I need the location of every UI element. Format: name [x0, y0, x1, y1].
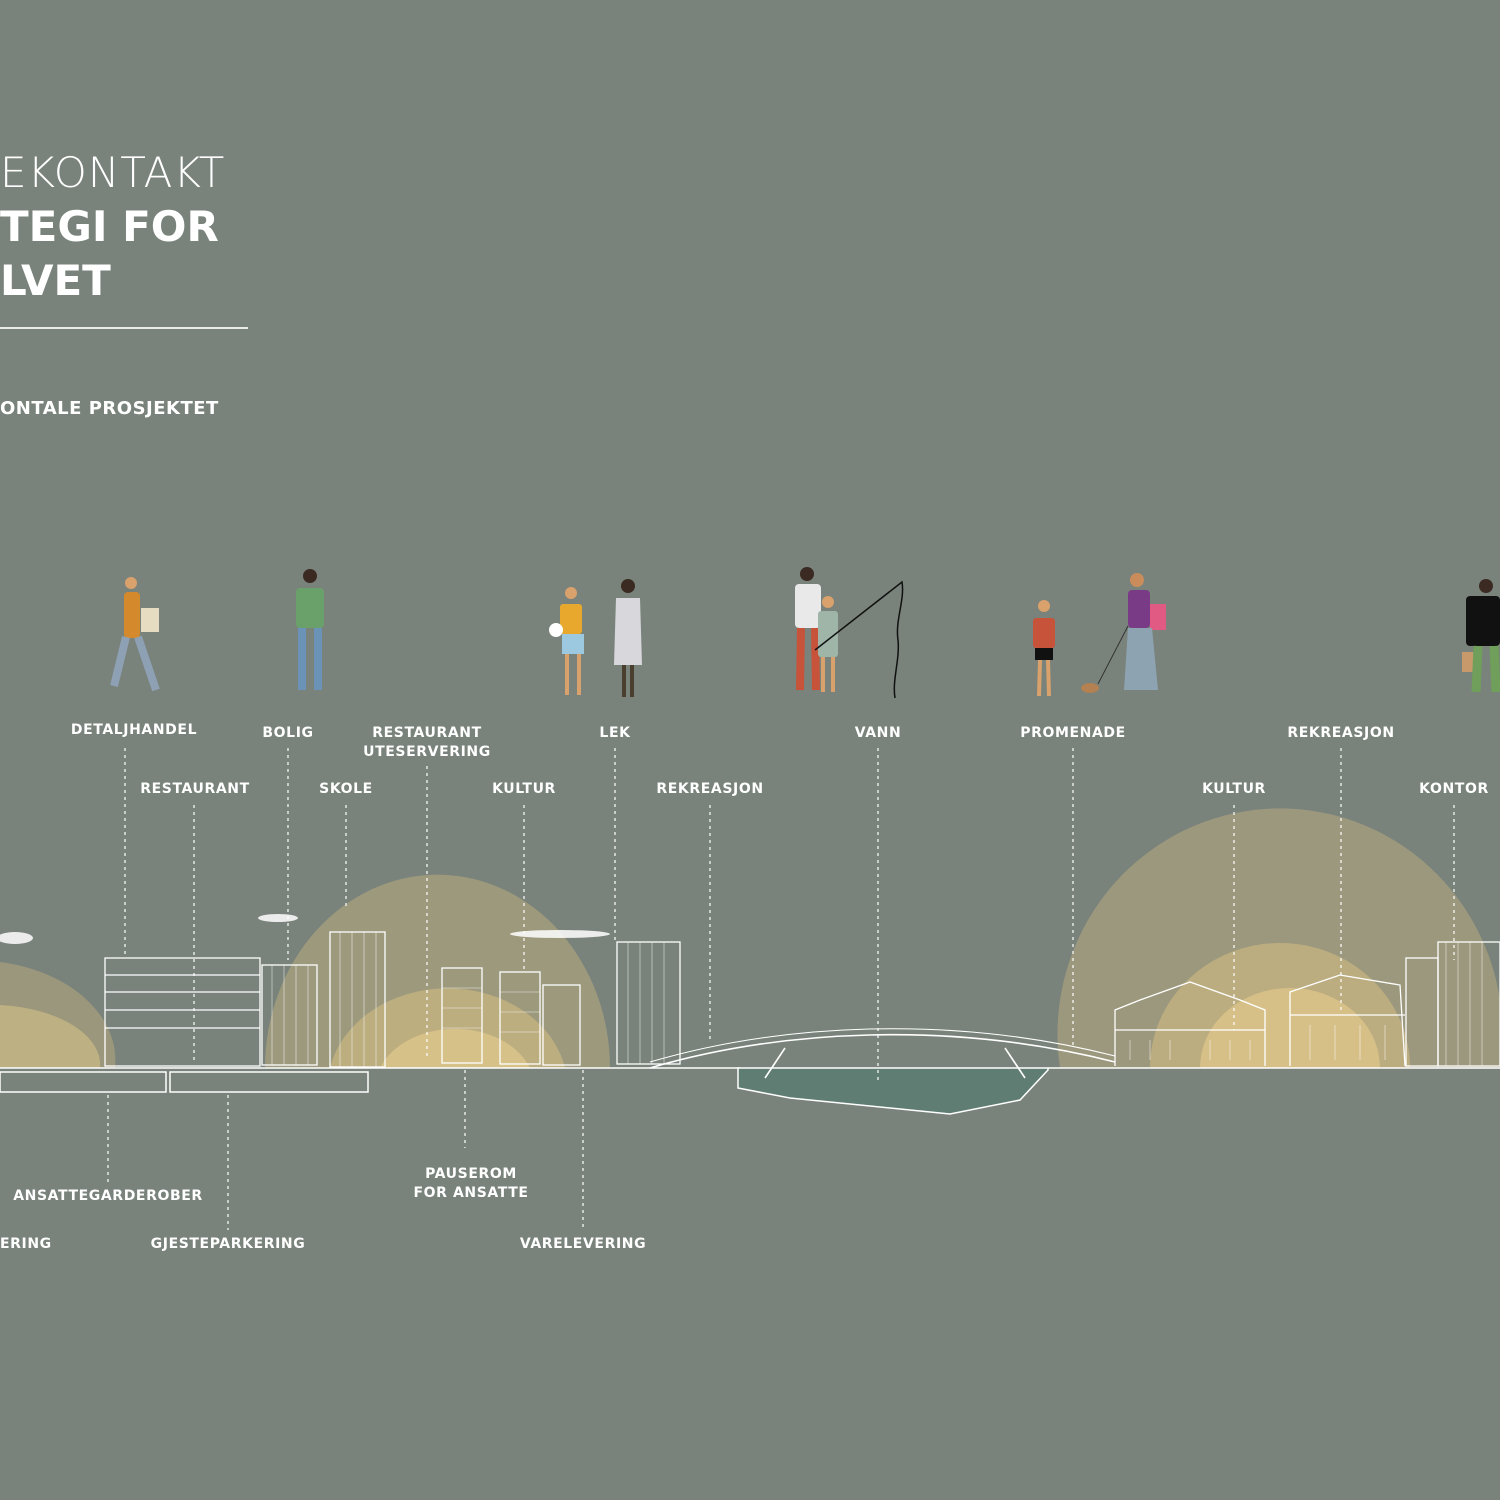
people-figures	[110, 567, 1500, 699]
label-vann: VANN	[854, 725, 902, 741]
label-varelevering: VARELEVERING	[519, 1236, 647, 1252]
right-buildings	[1114, 941, 1500, 1067]
person-walking-bag	[110, 577, 160, 692]
title-line-1: EKONTAKT	[0, 148, 226, 197]
child-with-ball	[549, 587, 584, 695]
label-skole: SKOLE	[319, 781, 373, 797]
adult-fishing-with-child	[795, 567, 904, 699]
label-kultur-left: KULTUR	[492, 781, 556, 797]
label-bolig: BOLIG	[262, 725, 314, 741]
child-with-backpack	[1033, 600, 1055, 697]
label-rekreasjon-right: REKREASJON	[1287, 725, 1395, 741]
label-detaljhandel: DETALJHANDEL	[70, 722, 198, 738]
person-striped-shirt	[296, 569, 324, 690]
title-divider	[0, 327, 248, 329]
label-pauserom: PAUSEROM FOR ANSATTE	[413, 1166, 529, 1201]
title-line-3: LVET	[0, 256, 111, 305]
bridge	[649, 1028, 1116, 1079]
subtitle: ONTALE PROSJEKTET	[0, 398, 219, 419]
label-parkering: ERING	[0, 1236, 52, 1252]
clouds	[0, 914, 610, 944]
label-lek: LEK	[599, 725, 631, 741]
label-restaurant-uteservering: RESTAURANT UTESERVERING	[363, 725, 491, 760]
activity-glow-domes	[0, 808, 1500, 1068]
person-white-dress	[614, 579, 642, 697]
left-buildings	[104, 931, 681, 1068]
ground	[0, 1067, 1500, 1093]
leader-lines	[107, 748, 1455, 1230]
woman-with-dog	[1081, 573, 1166, 693]
label-rekreasjon-left: REKREASJON	[656, 781, 764, 797]
label-restaurant: RESTAURANT	[140, 781, 250, 797]
river	[737, 1067, 1049, 1115]
label-gjesteparkering: GJESTEPARKERING	[150, 1236, 306, 1252]
label-promenade: PROMENADE	[1020, 725, 1126, 741]
title-line-2: TEGI FOR	[0, 202, 219, 251]
person-with-shopping-bag	[1462, 579, 1500, 693]
label-ansattegarderober: ANSATTEGARDEROBER	[13, 1188, 203, 1204]
label-kontor: KONTOR	[1419, 781, 1489, 797]
label-kultur-right: KULTUR	[1202, 781, 1266, 797]
